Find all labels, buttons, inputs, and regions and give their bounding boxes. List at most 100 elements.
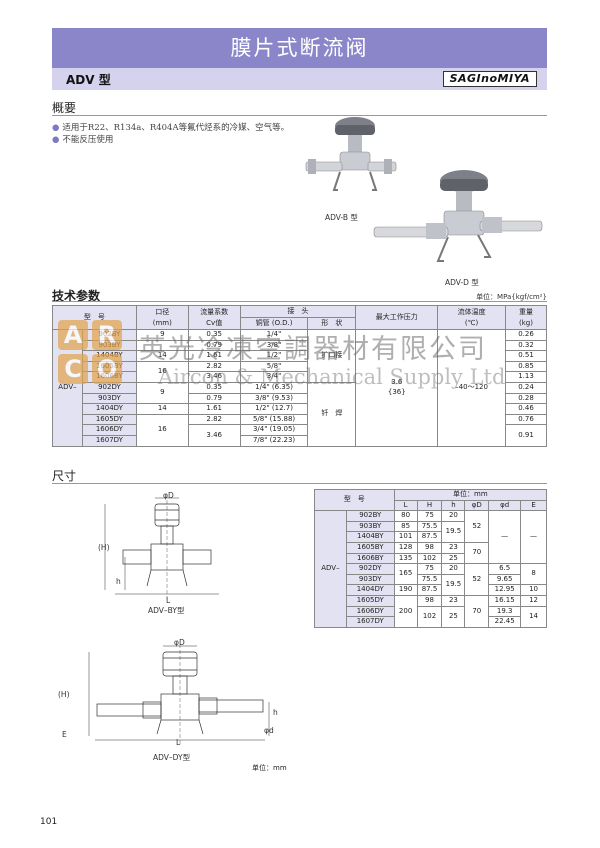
H-cell: 75.5 xyxy=(416,520,443,533)
label-L-by: L xyxy=(166,596,171,605)
L-cell: 128 xyxy=(393,541,418,554)
weight-cell: 0.91 xyxy=(505,424,547,447)
spec-rule xyxy=(52,301,547,302)
model-bar: ADV 型 SAGInoMIYA xyxy=(52,68,547,90)
weight-cell: 0.24 xyxy=(505,381,547,394)
table-row: 1606DY xyxy=(345,605,395,618)
weight-cell: 0.76 xyxy=(505,413,547,426)
h-cell: 20 xyxy=(441,563,466,575)
table-row: 1607DY xyxy=(81,434,137,447)
weight-cell: 0.46 xyxy=(505,403,547,415)
th-phiD: φD xyxy=(464,499,490,512)
H-cell: 102 xyxy=(416,552,443,565)
label-phid-dy: φd xyxy=(264,726,274,735)
h-cell: 19.5 xyxy=(441,520,466,543)
th-L: L xyxy=(393,499,418,512)
phid-cell: 12.95 xyxy=(488,584,522,596)
L-cell: 135 xyxy=(393,552,418,565)
h-cell: 25 xyxy=(441,552,466,565)
dims-rule xyxy=(52,483,547,484)
th-H: H xyxy=(416,499,443,512)
brand-logo: SAGInoMIYA xyxy=(442,71,537,87)
L-cell: 165 xyxy=(393,563,418,586)
H-cell: 75 xyxy=(416,563,443,575)
bullet-1: ●适用于R22、R134a、R404A等氟代烃系的冷媒、空气等。 xyxy=(52,123,290,133)
H-cell: 87.5 xyxy=(416,531,443,543)
th-pressure: 最大工作压力 xyxy=(355,305,439,330)
dims-table: 型 号 单位：mm L H h φD φd E ADV– 902BY 80 75… xyxy=(314,488,548,628)
table-row: 1607DY xyxy=(345,616,395,628)
th-weight: 重量(kg) xyxy=(505,305,547,330)
h-cell: 23 xyxy=(441,541,466,554)
th-h: h xyxy=(441,499,466,512)
th-dim-model: 型 号 xyxy=(314,488,395,512)
L-cell: 85 xyxy=(393,520,418,533)
weight-cell: 0.51 xyxy=(505,350,547,362)
table-row: 1605DY xyxy=(81,413,137,426)
table-row: 1404BY xyxy=(345,531,395,543)
dims-prefix: ADV– xyxy=(314,510,347,628)
caption-adv-b: ADV-B 型 xyxy=(325,213,358,222)
th-phid: φd xyxy=(488,499,522,512)
L-cell: 190 xyxy=(393,584,418,596)
pipe-cell: 1/4" xyxy=(239,329,309,341)
E-cell: — xyxy=(520,510,547,565)
label-h-dy: h xyxy=(273,708,278,717)
h-cell: 25 xyxy=(441,605,466,628)
th-temp: 流体温度(℃) xyxy=(437,305,506,330)
weight-cell: 0.85 xyxy=(505,360,547,373)
label-phiD-dy: φD xyxy=(174,638,185,647)
valve-d-photo xyxy=(373,170,543,262)
pipe-cell: 1/4" (6.35) xyxy=(239,381,309,394)
phid-cell: 9.65 xyxy=(488,573,522,586)
th-joint: 接 头 xyxy=(239,305,357,318)
pipe-cell: 3/8" (9.53) xyxy=(239,392,309,405)
page-title: 膜片式断流阀 xyxy=(52,28,547,68)
H-cell: 75.5 xyxy=(416,573,443,586)
table-row: 1606BY xyxy=(345,552,395,565)
phid-cell: — xyxy=(488,510,522,565)
pipe-cell: 1/2" (12.7) xyxy=(239,403,309,415)
bore-cell: 9 xyxy=(135,329,189,341)
spec-unit: 单位：MPa{kgf/cm²} xyxy=(476,293,547,301)
pipe-cell: 7/8" (22.23) xyxy=(239,434,309,447)
label-E-dy: E xyxy=(62,730,67,739)
L-cell: 101 xyxy=(393,531,418,543)
label-H-by: (H) xyxy=(98,543,110,552)
pipe-cell: 3/4" (19.05) xyxy=(239,424,309,436)
drawing-adv-by xyxy=(104,494,219,602)
L-cell: 200 xyxy=(393,594,418,628)
phid-cell: 19.3 xyxy=(488,605,522,618)
shape-flare: 扩口接 xyxy=(307,329,357,383)
caption-adv-dy: ADV–DY型 xyxy=(153,753,191,762)
dims-heading: 尺寸 xyxy=(52,469,77,483)
phid-cell: 16.15 xyxy=(488,594,522,607)
table-row: 903DY xyxy=(345,573,395,586)
table-row: 1605DY xyxy=(345,594,395,607)
weight-cell: 0.28 xyxy=(505,392,547,405)
bore-cell: 14 xyxy=(135,403,189,415)
cv-cell: 0.79 xyxy=(187,392,241,405)
overview-heading: 概要 xyxy=(52,101,77,115)
H-cell: 87.5 xyxy=(416,584,443,596)
page-number: 101 xyxy=(40,817,58,827)
table-row: 1404DY xyxy=(81,403,137,415)
H-cell: 102 xyxy=(416,605,443,628)
pipe-cell: 3/4" xyxy=(239,371,309,383)
H-cell: 98 xyxy=(416,541,443,554)
bore-cell: 9 xyxy=(135,381,189,405)
E-cell: 10 xyxy=(520,584,547,596)
table-row: 902BY xyxy=(345,510,395,522)
E-cell: 12 xyxy=(520,594,547,607)
pipe-cell: 3/8" xyxy=(239,339,309,352)
bore-cell: 16 xyxy=(135,413,189,447)
L-cell: 80 xyxy=(393,510,418,522)
H-cell: 75 xyxy=(416,510,443,522)
label-phiD-by: φD xyxy=(163,491,174,500)
cv-cell: 1.61 xyxy=(187,403,241,415)
bore-cell xyxy=(135,339,189,352)
h-cell: 23 xyxy=(441,594,466,607)
label-L-dy: L xyxy=(176,738,181,747)
phiD-cell: 70 xyxy=(464,594,490,628)
